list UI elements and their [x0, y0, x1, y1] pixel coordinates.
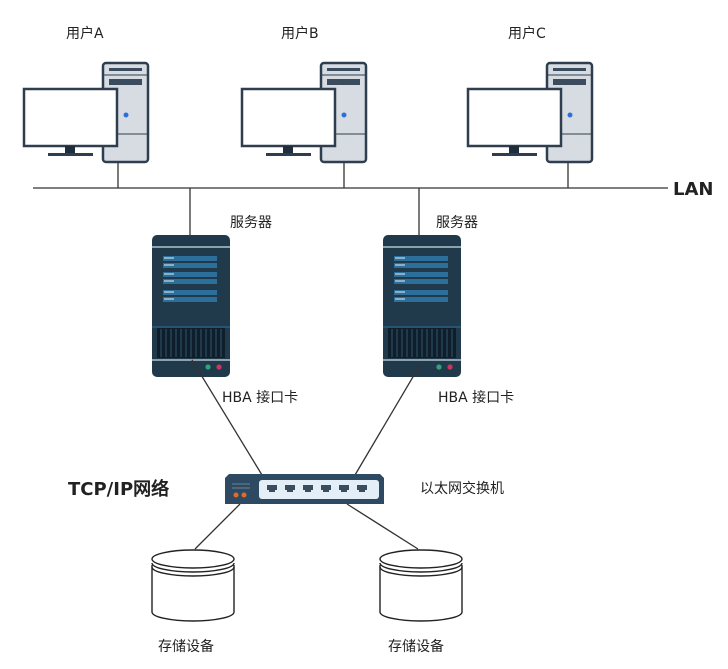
switch-label: 以太网交换机 [420, 480, 504, 497]
network-label: TCP/IP网络 [68, 478, 169, 500]
lan-label: LAN [673, 179, 713, 200]
user-a-label: 用户A [66, 25, 104, 42]
server-2-label: 服务器 [436, 215, 478, 231]
storage-icon-2 [379, 549, 463, 622]
hba-2-label: HBA 接口卡 [438, 389, 514, 406]
storage-icon-1 [151, 549, 235, 622]
user-b-label: 用户B [281, 25, 319, 42]
storage-1-label: 存储设备 [158, 638, 214, 655]
connector [194, 503, 241, 550]
connector [346, 503, 419, 550]
server-icon-1 [151, 234, 231, 378]
user-c-label: 用户C [508, 25, 546, 42]
connector [191, 359, 263, 476]
computer-icon-b [240, 61, 368, 164]
computer-icon-c [466, 61, 594, 164]
computer-icon-a [22, 61, 150, 164]
storage-2-label: 存储设备 [388, 638, 444, 655]
connector [354, 364, 421, 476]
ethernet-switch-icon [225, 474, 384, 504]
hba-1-label: HBA 接口卡 [222, 389, 298, 406]
server-icon-2 [382, 234, 462, 378]
server-1-label: 服务器 [230, 215, 272, 231]
